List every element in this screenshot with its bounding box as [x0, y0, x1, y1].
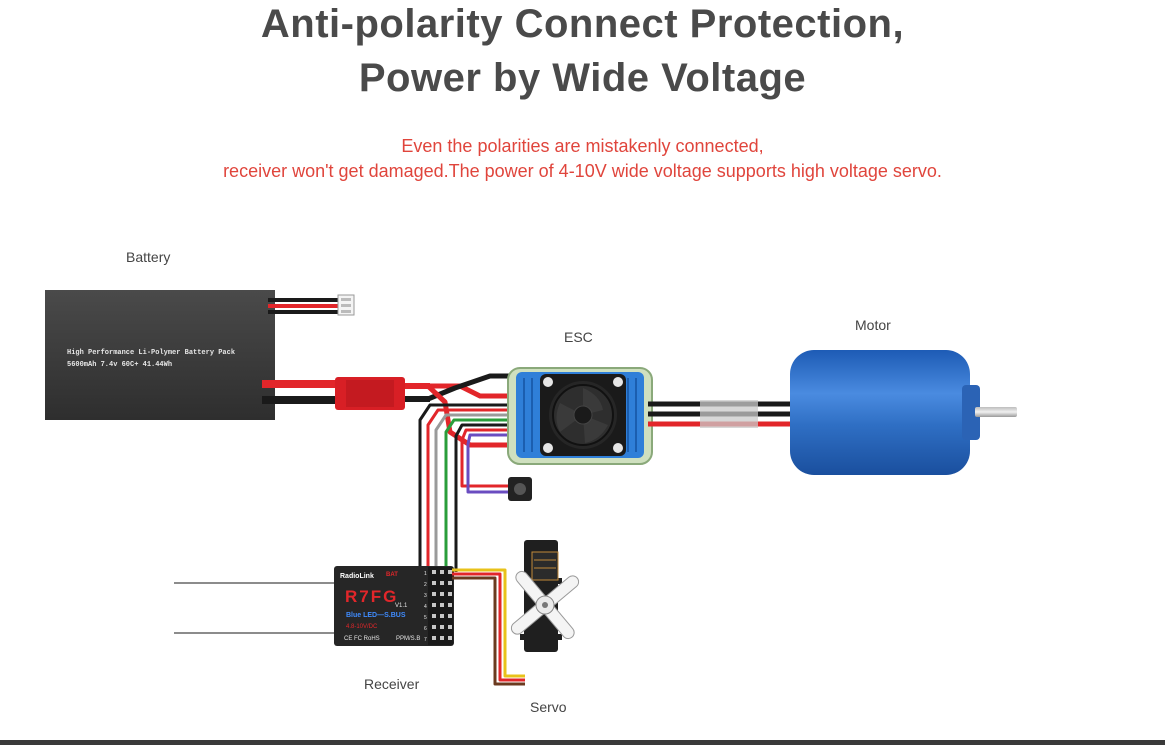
receiver-cert: CE FC RoHS — [344, 636, 380, 642]
servo-horn — [510, 570, 580, 640]
battery-text-2: 5600mAh 7.4v 60C+ 41.44Wh — [67, 361, 172, 369]
esc-program-button — [508, 477, 532, 501]
receiver-version: V1.1 — [395, 603, 408, 609]
title-line-1: Anti-polarity Connect Protection, — [260, 2, 905, 46]
esc-unit — [507, 367, 653, 465]
subtitle-line-2: receiver won't get damaged.The power of … — [223, 161, 942, 181]
receiver-ch-6: 6 — [424, 626, 427, 632]
label-esc: ESC — [564, 329, 593, 345]
receiver-ch-2: 2 — [424, 582, 427, 588]
receiver-feature: Blue LED—S.BUS — [346, 612, 406, 619]
motor-body — [790, 350, 970, 475]
esc-receiver-lead — [418, 403, 515, 572]
label-receiver: Receiver — [364, 676, 420, 692]
battery-main-leads — [262, 377, 430, 410]
receiver-ch-5: 5 — [424, 615, 427, 621]
balance-lead — [268, 294, 355, 316]
label-motor: Motor — [855, 317, 891, 333]
motor-shaft — [975, 407, 1017, 417]
receiver-voltage: 4.8-10V/DC — [346, 624, 378, 630]
battery-body — [45, 290, 275, 420]
receiver-unit: RadioLink BAT R7FG V1.1 Blue LED—S.BUS 4… — [334, 566, 454, 646]
receiver-antennas — [174, 582, 338, 634]
title-line-2: Power by Wide Voltage — [358, 56, 807, 100]
bottom-divider — [0, 740, 1165, 745]
receiver-bat-label: BAT — [386, 572, 398, 578]
receiver-brand: RadioLink — [340, 573, 374, 580]
power-wires-to-esc — [426, 373, 515, 448]
receiver-ppm: PPM/S.B — [396, 636, 420, 642]
servo — [510, 540, 580, 652]
receiver-ch-1: 1 — [424, 571, 427, 577]
battery-pack: High Performance Li-Polymer Battery Pack… — [45, 290, 275, 420]
receiver-ch-3: 3 — [424, 593, 427, 599]
receiver-model: R7FG — [345, 587, 398, 606]
servo-lead — [452, 568, 525, 686]
battery-text-1: High Performance Li-Polymer Battery Pack — [67, 349, 235, 357]
label-battery: Battery — [126, 249, 171, 265]
receiver-ch-4: 4 — [424, 604, 427, 610]
motor-wires — [648, 400, 800, 428]
motor — [790, 350, 1017, 475]
receiver-ch-7: 7 — [424, 637, 427, 643]
receiver-body — [334, 566, 454, 646]
label-servo: Servo — [530, 699, 567, 715]
subtitle-line-1: Even the polarities are mistakenly conne… — [401, 136, 764, 156]
